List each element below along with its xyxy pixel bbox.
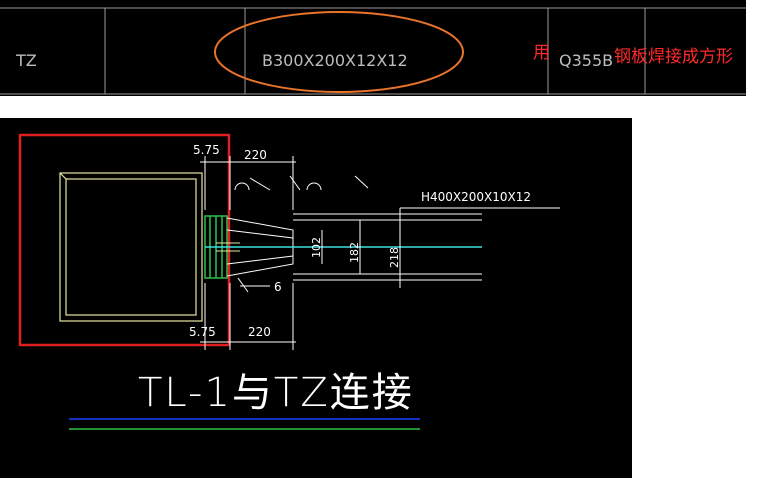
dimension-lines xyxy=(200,156,560,350)
schedule-table: TZ B300X200X12X12 Q355B xyxy=(0,0,746,96)
schedule-table-grid: TZ B300X200X12X12 Q355B xyxy=(0,7,746,95)
annotation-note: 钢板焊接成方形 xyxy=(614,47,733,67)
connection-detail-drawing: 5.75 220 5.75 220 6 H400X200X10X12 102 1… xyxy=(0,118,632,478)
column-section xyxy=(59,172,203,322)
highlight-frame xyxy=(18,133,231,347)
drawing-title: TL-1与TZ连接 xyxy=(138,370,414,416)
bolt-symbols xyxy=(234,175,369,191)
dim-182: 182 xyxy=(348,242,361,263)
dim-218: 218 xyxy=(388,247,401,268)
spec-highlight-ellipse xyxy=(214,11,464,93)
connection-detail-svg: 5.75 220 5.75 220 6 H400X200X10X12 102 1… xyxy=(18,133,560,430)
section-spec-cell: B300X200X12X12 xyxy=(262,51,408,70)
beam-spec-label: H400X200X10X12 xyxy=(421,190,531,204)
dim-102: 102 xyxy=(310,237,323,258)
annotation-prefix: 用 xyxy=(533,43,550,63)
dim-bottom-length: 220 xyxy=(248,325,271,339)
beam-h-section xyxy=(293,213,482,281)
dim-top-small: 5.75 xyxy=(193,143,220,157)
dim-top-length: 220 xyxy=(244,148,267,162)
dim-weld: 6 xyxy=(274,280,282,294)
material-cell: Q355B xyxy=(559,51,613,70)
type-code-cell: TZ xyxy=(15,51,37,70)
dim-bottom-small: 5.75 xyxy=(189,325,216,339)
